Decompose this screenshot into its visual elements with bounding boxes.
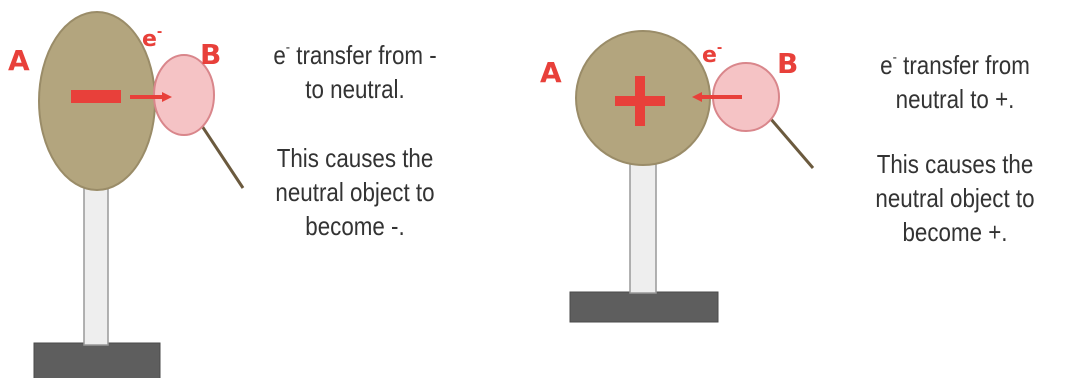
right-caption-line-1: e- transfer from — [880, 49, 1030, 80]
left-stand-base — [33, 342, 161, 378]
left-stand-pole — [83, 179, 109, 346]
left-label-a: A — [8, 44, 30, 77]
left-caption-line-5: become -. — [305, 211, 405, 242]
left-negative-symbol — [71, 90, 121, 103]
right-stand-base — [569, 291, 719, 323]
right-positive-symbol — [615, 76, 665, 126]
right-caption-line-3: This causes the — [876, 148, 1034, 179]
right-probe-rod — [768, 117, 815, 169]
right-caption: e- transfer from neutral to +. This caus… — [848, 48, 1063, 250]
right-stand-pole — [629, 159, 657, 294]
left-caption-line-2: to neutral. — [305, 74, 405, 105]
right-electron-label: e- — [702, 41, 722, 68]
right-label-a: A — [540, 56, 562, 89]
left-electron-label: e- — [142, 25, 162, 52]
right-caption-line-5: become +. — [902, 217, 1008, 248]
left-apparatus: A B e- — [8, 11, 245, 378]
left-probe-rod — [200, 125, 245, 189]
left-label-b: B — [200, 38, 221, 71]
left-caption-line-3: This causes the — [276, 142, 434, 173]
left-caption: e- transfer from - to neutral. This caus… — [248, 38, 463, 244]
right-caption-line-2: neutral to +. — [895, 84, 1015, 115]
right-apparatus: A B e- — [540, 30, 815, 323]
right-caption-line-4: neutral object to — [875, 182, 1035, 213]
left-caption-line-4: neutral object to — [275, 176, 435, 207]
right-label-b: B — [777, 47, 798, 80]
left-caption-line-1: e- transfer from - — [273, 39, 437, 70]
